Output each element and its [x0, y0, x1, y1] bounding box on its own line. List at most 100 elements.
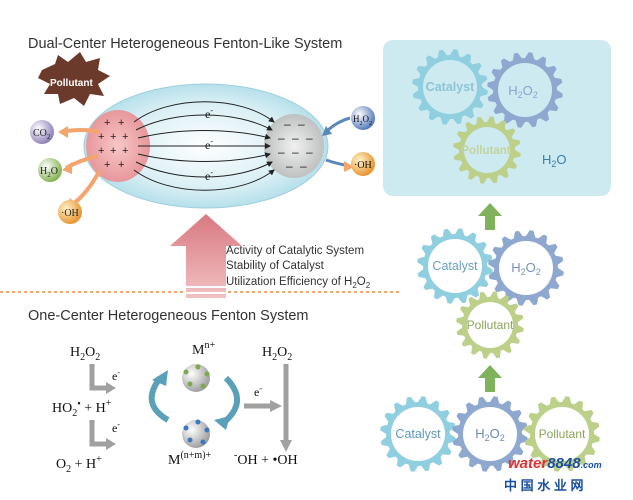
gear-label-catalyst-mid: Catalyst [432, 259, 478, 273]
gear-pollutant-top [453, 116, 521, 184]
catalyst-reduced [182, 420, 210, 448]
mnm-label: M(n+m)+ [168, 450, 212, 468]
svg-text:e-: e- [205, 168, 213, 183]
o2-products: O2 + H+ [56, 454, 102, 475]
svg-text:–: – [286, 159, 293, 173]
arrowhead [280, 440, 292, 452]
gear-label-h2o2-top: H2O2 [508, 83, 538, 100]
arrowhead [106, 438, 116, 450]
svg-text:+: + [104, 117, 110, 129]
svg-text:+: + [98, 145, 104, 157]
svg-text:Stability of Catalyst: Stability of Catalyst [226, 260, 325, 272]
arrow-stripe [186, 286, 226, 288]
gear-label-pollutant-mid: Pollutant [467, 318, 514, 332]
green-dots [183, 364, 210, 389]
gear-h2o2-top [487, 52, 563, 128]
gear-label-pollutant-bottom: Pollutant [539, 427, 586, 441]
gear-catalyst-top [412, 49, 488, 125]
gear-h2o2-bottom [452, 396, 528, 472]
minus-charges: –– ––– ––– –– [278, 117, 313, 173]
right-arrows [324, 116, 351, 168]
gear-label-catalyst-bottom: Catalyst [395, 427, 441, 441]
gear-label-h2o2-bottom: H2O2 [475, 426, 505, 443]
svg-text:+: + [110, 131, 116, 143]
svg-text:e-: e- [112, 420, 120, 435]
gear-catalyst-bottom [380, 396, 456, 472]
field-lines [133, 101, 275, 191]
svg-text:+: + [118, 159, 124, 171]
svg-text:+: + [110, 145, 116, 157]
svg-text:Activity of Catalytic System: Activity of Catalytic System [226, 245, 364, 257]
oh-sphere-left [58, 200, 82, 224]
green-arrow-lower [478, 365, 502, 392]
svg-text:–: – [300, 159, 307, 173]
gear-pollutant-mid [456, 291, 524, 359]
gear-labels: Catalyst H2O2 Pollutant Catalyst H2O2 Po… [395, 80, 586, 443]
improvement-arrow [170, 214, 242, 300]
pollutant-label: Pollutant [50, 78, 93, 89]
one-center-title: One-Center Heterogeneous Fenton System [28, 308, 308, 324]
h2o2-sphere [351, 106, 375, 130]
mechanism: H2O2 HO2• + H+ O2 + H+ Mn+ M(n+m)+ H2O2 … [52, 340, 298, 475]
svg-text:–: – [306, 131, 313, 145]
arrowhead [344, 161, 354, 172]
gear-label-catalyst-top: Catalyst [426, 80, 475, 94]
h2o2-label-right: H2O2 [353, 114, 372, 127]
svg-text:+: + [98, 131, 104, 143]
gear-pollutant-bottom [524, 396, 600, 472]
green-arrow-upper [478, 203, 502, 230]
electron-labels: e- e- e- [205, 106, 213, 183]
svg-text:+: + [118, 117, 124, 129]
h2o2-left: H2O2 [70, 345, 100, 363]
svg-text:–: – [278, 131, 285, 145]
svg-text:+: + [104, 159, 110, 171]
water-label: H2O [542, 152, 567, 169]
svg-text:–: – [298, 117, 305, 131]
svg-text:e-: e- [112, 368, 120, 383]
gear-label-h2o2-mid: H2O2 [511, 260, 541, 277]
svg-text:–: – [278, 145, 285, 159]
ho2-radical: HO2• + H+ [52, 398, 112, 419]
svg-text:–: – [284, 117, 291, 131]
pollutant-burst [38, 52, 110, 106]
hydroxyl-products: -OH + •OH [234, 450, 298, 468]
negative-center [264, 114, 324, 178]
svg-text:+: + [122, 145, 128, 157]
svg-text:–: – [292, 131, 299, 145]
arrow-stripe [186, 292, 226, 294]
arrow-stripe [186, 298, 226, 300]
svg-text:–: – [306, 145, 313, 159]
oh-label-right: ·OH [354, 160, 372, 171]
gear-label-pollutant-top: Pollutant [461, 145, 510, 157]
watermark-brand: water8848.com [508, 455, 602, 472]
arrowhead [214, 416, 230, 430]
co2-sphere [30, 120, 54, 144]
h2o-sphere [38, 158, 62, 182]
svg-text:e-: e- [205, 106, 213, 121]
arrowhead [270, 400, 282, 412]
svg-text:+: + [122, 131, 128, 143]
blue-dots [183, 419, 210, 445]
h2o-label: H2O [40, 166, 58, 179]
gear-catalyst-mid [417, 228, 493, 304]
watermark: water8848.com 中 国 水 业 网 [504, 455, 602, 493]
arrowhead [58, 126, 68, 138]
oh-sphere-right [351, 152, 375, 176]
electron-arrows-labels: e- e- e- [112, 368, 262, 435]
dual-center-title: Dual-Center Heterogeneous Fenton-Like Sy… [28, 36, 342, 52]
arrowhead [152, 370, 168, 386]
svg-text:–: – [292, 145, 299, 159]
svg-text:Utilization Efficiency of H2O2: Utilization Efficiency of H2O2 [226, 276, 371, 290]
co2-label: CO2 [33, 128, 51, 141]
watermark-cn: 中 国 水 业 网 [504, 478, 583, 493]
positive-center [86, 110, 150, 182]
mechanism-arrows [89, 364, 289, 447]
svg-text:e-: e- [254, 384, 262, 399]
improvement-list: Activity of Catalytic System Stability o… [226, 245, 371, 290]
arrowhead [106, 382, 116, 394]
mn-label: Mn+ [192, 340, 215, 358]
plus-charges: ++ +++ +++ ++ [98, 117, 128, 171]
arrowhead [322, 126, 332, 136]
